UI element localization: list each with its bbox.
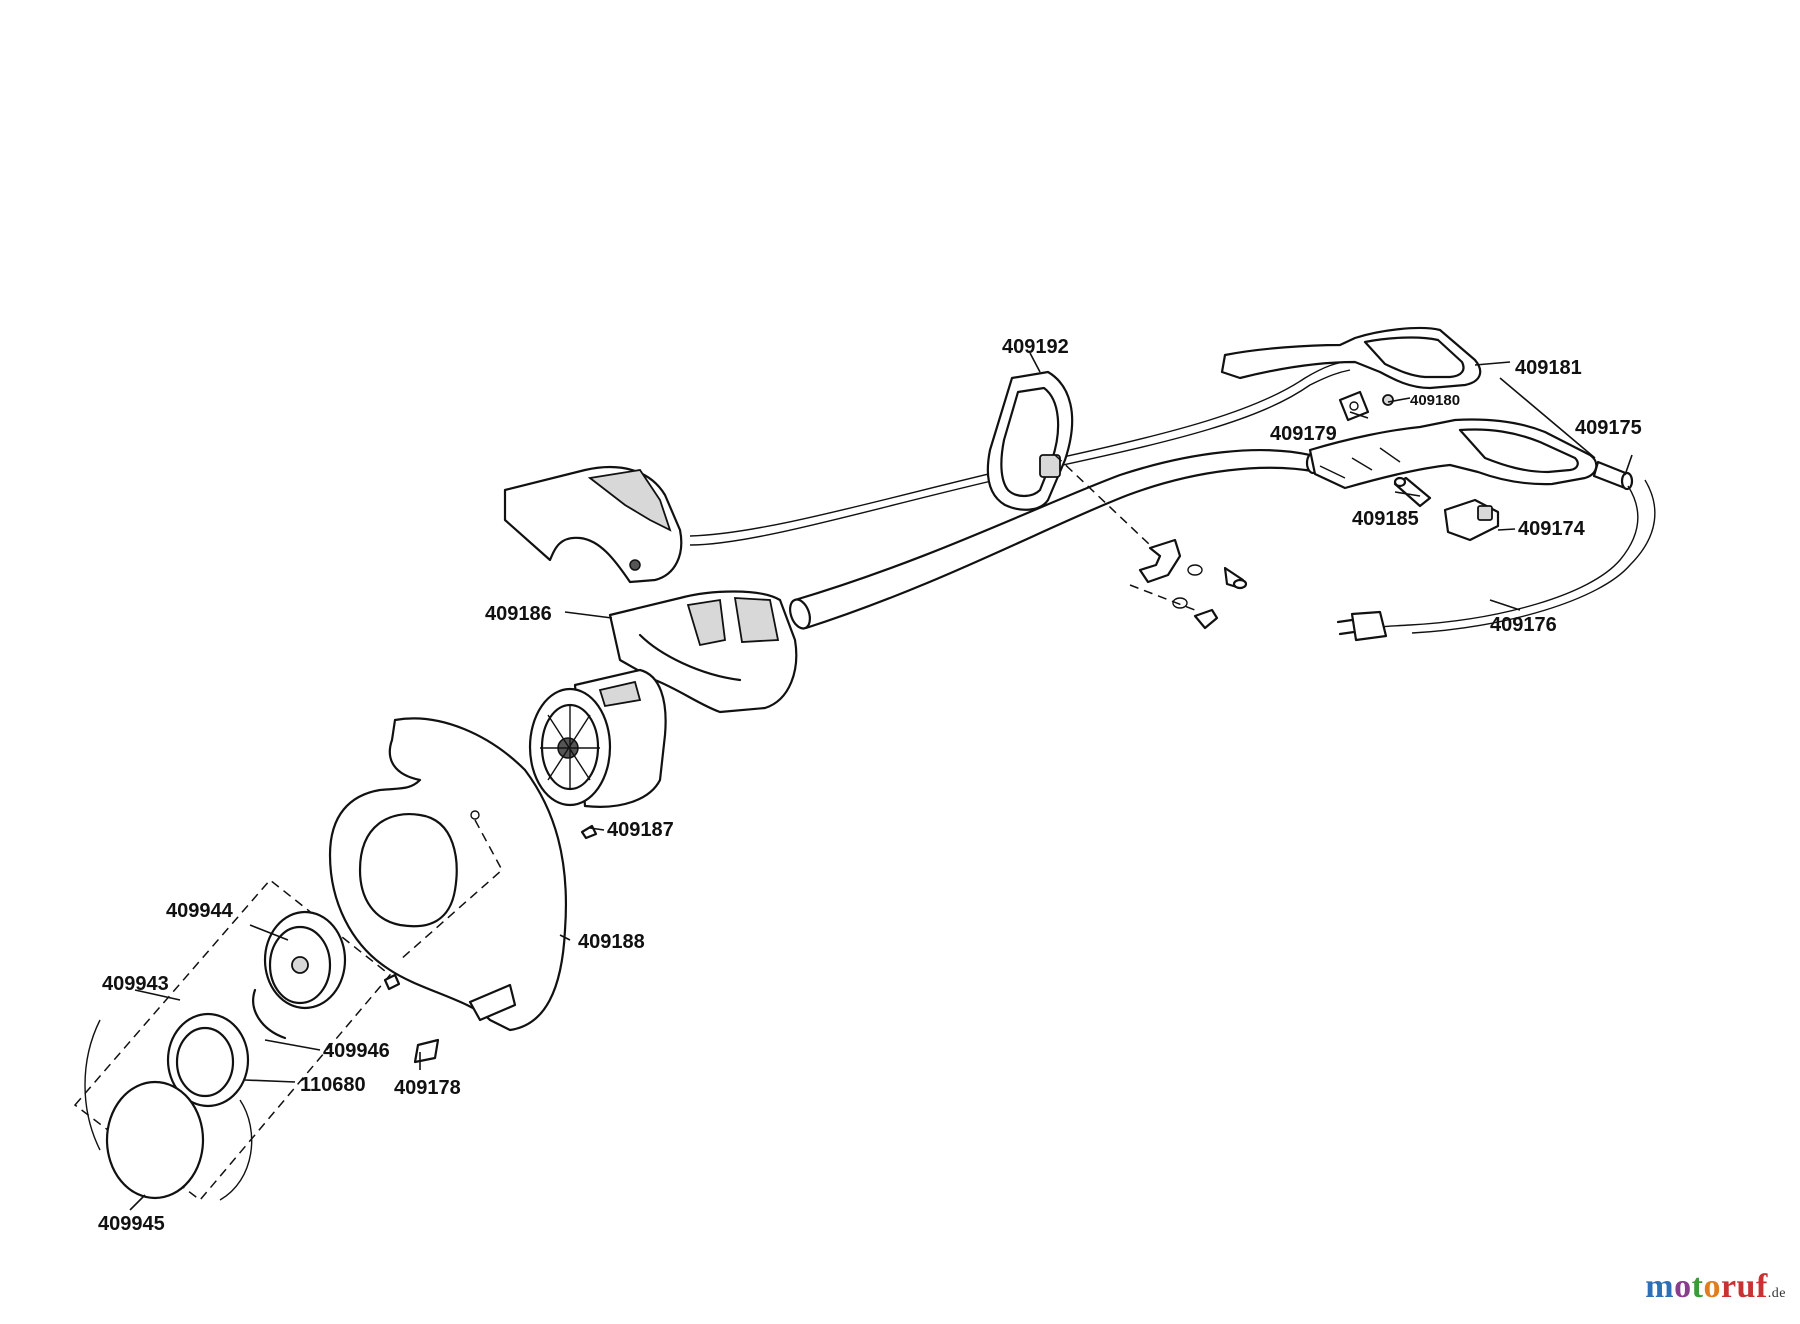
label-409943: 409943 <box>102 973 169 995</box>
part-number-labels: 409192 409181 409180 409179 409175 40918… <box>98 336 1642 1235</box>
capacitor <box>1393 476 1432 508</box>
motor <box>528 668 667 840</box>
label-409175: 409175 <box>1575 417 1642 439</box>
label-110680: 110680 <box>300 1074 366 1096</box>
label-409192: 409192 <box>1002 336 1069 358</box>
label-409186: 409186 <box>485 603 552 625</box>
internal-cable <box>689 360 1351 546</box>
label-409180: 409180 <box>1410 392 1460 409</box>
label-409187: 409187 <box>607 819 674 841</box>
label-409178: 409178 <box>394 1077 461 1099</box>
label-409174: 409174 <box>1518 518 1586 540</box>
rear-handle-lower-half <box>1308 418 1598 490</box>
label-409946: 409946 <box>323 1040 390 1062</box>
motor-housing-cover <box>503 466 683 584</box>
cutting-blade-409178 <box>413 1038 440 1064</box>
switch <box>1443 498 1500 542</box>
label-409188: 409188 <box>578 931 645 953</box>
spool <box>166 1012 250 1108</box>
label-409185: 409185 <box>1352 508 1419 530</box>
clamp-assembly <box>1054 454 1248 630</box>
motor-housing <box>608 590 798 714</box>
spool-housing <box>263 910 347 1010</box>
label-409944: 409944 <box>166 900 234 922</box>
label-409181: 409181 <box>1515 357 1582 379</box>
small-screw-409180 <box>1382 394 1394 406</box>
blade-guard <box>328 717 568 1032</box>
spool-cap <box>84 1019 253 1201</box>
label-409179: 409179 <box>1270 423 1337 445</box>
label-409945: 409945 <box>98 1213 165 1235</box>
rear-handle-upper-half <box>1220 326 1482 390</box>
guard-screw <box>383 973 401 991</box>
label-409176: 409176 <box>1490 614 1557 636</box>
power-cord <box>1336 479 1656 642</box>
spring-clip <box>252 988 287 1040</box>
leader-lines <box>129 352 1633 1211</box>
auxiliary-handle <box>986 370 1074 511</box>
cord-clamp <box>1338 390 1370 422</box>
watermark-logo: motoruf.de <box>1645 1268 1786 1305</box>
cord-sleeve <box>1592 460 1634 491</box>
